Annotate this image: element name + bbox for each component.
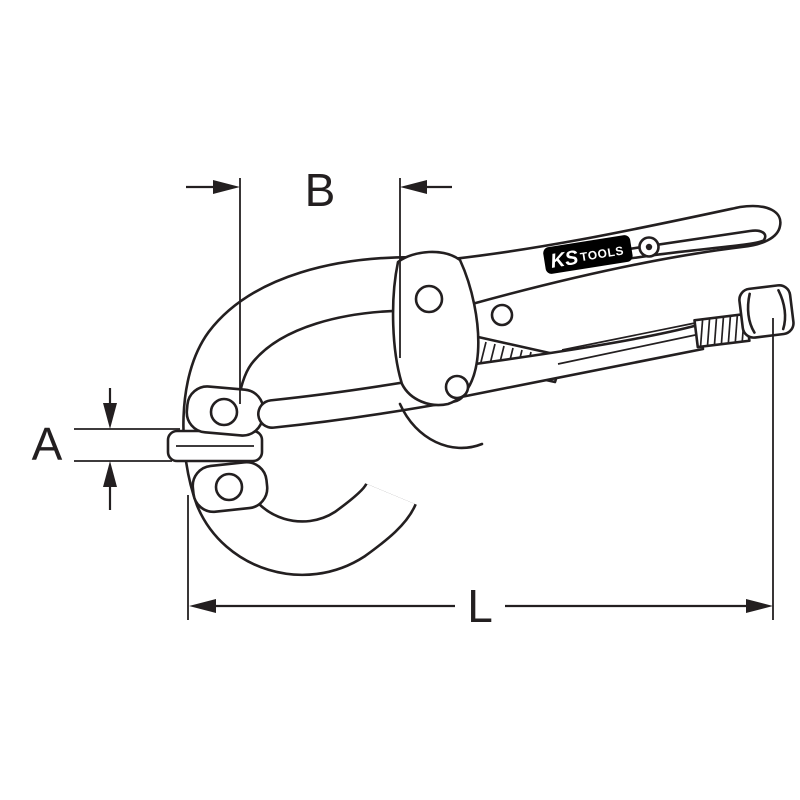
adjusting-knob bbox=[738, 283, 795, 339]
pivot-rivet-upper bbox=[414, 284, 444, 314]
locking-clamp-figure: KS TOOLS bbox=[166, 204, 795, 577]
dimension-b-arrow-right bbox=[400, 180, 427, 194]
pivot-rivet-lever bbox=[490, 303, 514, 327]
dimension-l-arrow-right bbox=[746, 599, 773, 613]
dimension-b: B bbox=[186, 164, 452, 404]
upper-pad-rivet bbox=[209, 397, 239, 427]
dimension-a: A bbox=[32, 388, 180, 510]
lower-swivel-pad bbox=[191, 460, 269, 514]
lower-pad-rivet bbox=[214, 472, 244, 502]
dimension-a-arrow-down bbox=[103, 403, 117, 429]
dimension-a-label: A bbox=[32, 418, 63, 470]
handle-rivet-dot bbox=[645, 243, 653, 251]
brand-tools-text: TOOLS bbox=[579, 243, 625, 264]
dimension-l-arrow-left bbox=[189, 599, 216, 613]
badge-background bbox=[543, 235, 633, 274]
adjusting-rod bbox=[557, 321, 701, 365]
brand-ks-text: KS bbox=[549, 247, 581, 273]
dimension-b-arrow-left bbox=[213, 180, 240, 194]
dimension-l: L bbox=[187, 318, 774, 632]
ks-tools-badge: KS TOOLS bbox=[543, 235, 633, 274]
dimension-b-label: B bbox=[305, 164, 336, 216]
dimension-a-arrow-up bbox=[103, 461, 117, 487]
pivot-rivet-lower bbox=[444, 374, 470, 400]
linkage-curve bbox=[398, 402, 484, 450]
dimension-l-label: L bbox=[467, 580, 493, 632]
lower-handle bbox=[444, 323, 705, 400]
